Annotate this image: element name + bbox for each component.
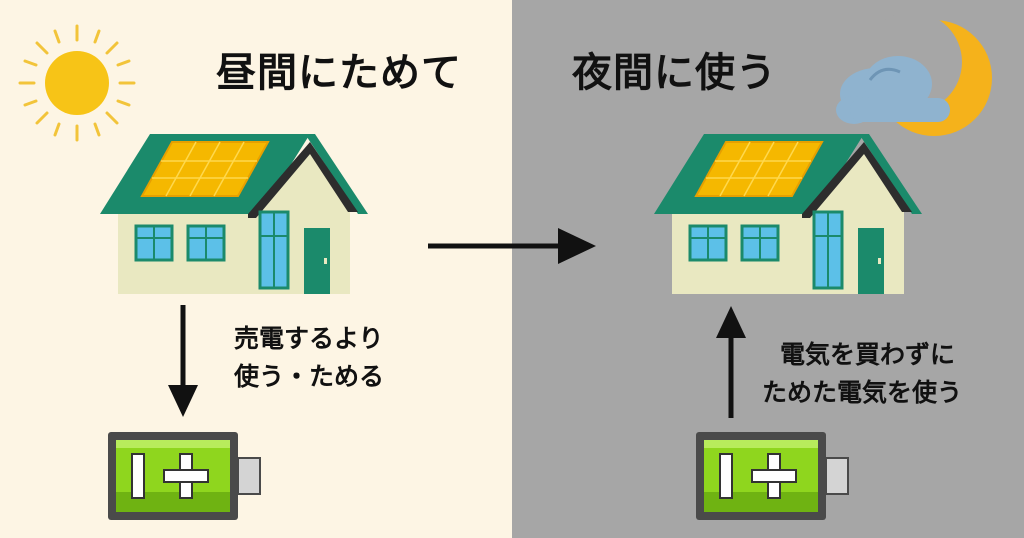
cloud-icon	[836, 56, 950, 124]
battery-icon-day	[108, 432, 261, 520]
day-caption: 売電するより 使う・ためる	[234, 320, 384, 396]
night-title: 夜間に使う	[572, 50, 777, 96]
up-arrow-icon	[716, 306, 746, 418]
right-arrow-icon	[428, 228, 596, 264]
night-caption-line-2: ためた電気を使う	[762, 378, 963, 407]
solar-panel-icon	[140, 141, 270, 197]
day-title: 昼間にためて	[216, 50, 462, 96]
sun-icon	[18, 24, 136, 142]
house-icon-day	[100, 134, 368, 294]
house-icon-night	[654, 134, 922, 294]
moon-cloud-icon	[836, 12, 992, 136]
solar-panel-icon	[694, 141, 824, 197]
night-caption-line-1: 電気を買わずに	[780, 340, 956, 369]
down-arrow-icon	[168, 305, 198, 417]
day-caption-line-2: 使う・ためる	[234, 362, 385, 391]
battery-icon-night	[696, 432, 849, 520]
day-caption-line-1: 売電するより	[234, 324, 384, 353]
night-caption: 電気を買わずに ためた電気を使う	[762, 336, 962, 412]
